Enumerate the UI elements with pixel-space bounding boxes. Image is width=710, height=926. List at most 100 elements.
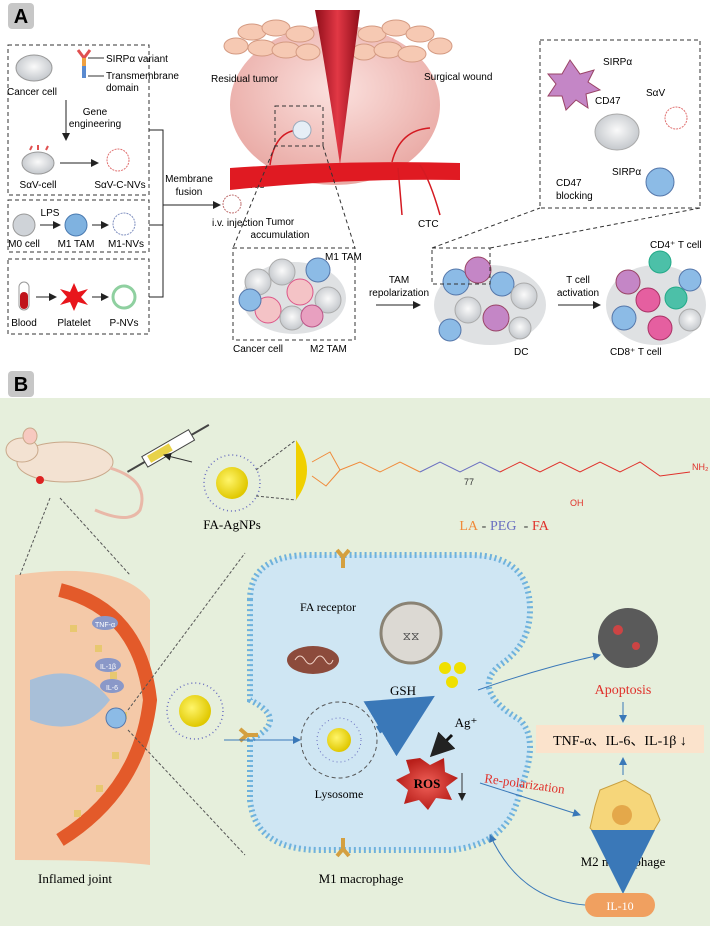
sav-nv-icon <box>664 106 688 130</box>
engineering-box <box>7 44 150 196</box>
cancer-cell-label: Cancer cell <box>7 87 57 98</box>
la-label: LA <box>459 519 479 534</box>
oh-label: OH <box>570 498 584 508</box>
m1-macrophage-label: M1 macrophage <box>319 871 404 886</box>
m2-tam-inset-label: M2 TAM <box>310 344 347 355</box>
gene-label-2: engineering <box>69 119 121 130</box>
blood-vessel <box>230 162 460 190</box>
fa-receptor-icon-top <box>335 548 351 568</box>
tumor-illustration <box>223 10 460 216</box>
panel-b: B FA-AgNPs <box>0 371 710 926</box>
gsh-arrow <box>363 695 435 757</box>
svg-text:⧖⧖: ⧖⧖ <box>403 629 420 643</box>
sav-nvs-icon <box>106 148 130 172</box>
fa-receptor-label: FA receptor <box>300 600 356 614</box>
cancer-cell-inset-label: Cancer cell <box>233 344 283 355</box>
fusion-connector <box>149 129 218 298</box>
m1-box <box>7 199 150 253</box>
nanoparticle-inflow-icon <box>179 695 211 727</box>
m1-nvs-label: M1-NVs <box>108 239 144 250</box>
dc-label: DC <box>514 347 528 358</box>
la-peg-fa-structure: 77 OH NH₂ <box>296 440 709 508</box>
p-nvs-label: P-NVs <box>110 318 139 329</box>
lysosome-label: Lysosome <box>315 787 364 801</box>
apoptotic-cell-icon <box>598 608 658 668</box>
inflamed-joint-illustration <box>15 570 158 865</box>
cd47-label: CD47 <box>595 96 621 107</box>
fa-receptor-icon-bottom <box>335 838 351 858</box>
fa-agnp-icon <box>203 454 261 512</box>
il1b-label: IL-1β <box>100 664 116 671</box>
cd8-label: CD8⁺ T cell <box>610 347 662 358</box>
sirpa-bottom-label: SIRPα <box>612 167 641 178</box>
ros-icon <box>396 758 458 810</box>
surgical-wound-label: Surgical wound <box>424 72 492 83</box>
il1b-pill <box>95 658 121 672</box>
sirpa-variant-label: SIRPα variant <box>106 54 168 65</box>
m1-tam-icon <box>64 213 88 237</box>
peg-label: PEG <box>490 519 516 534</box>
cytokines-label: TNF-α、IL-6、IL-1β ↓ <box>553 734 687 749</box>
ctc-label: CTC <box>418 219 439 230</box>
macrophage-icon <box>645 167 675 197</box>
transmembrane-label-1: Transmembrane <box>106 71 179 82</box>
panel-a-badge-box <box>8 3 34 29</box>
membrane-label-1: Membrane <box>165 174 213 185</box>
fa-label: FA <box>532 519 550 534</box>
cancer-cell-cd47-icon <box>594 113 640 151</box>
m1-tam-label: M1 TAM <box>58 239 95 250</box>
platelet-icon <box>60 283 88 311</box>
fa-agnps-label: FA-AgNPs <box>203 517 261 532</box>
ag-ion-icons <box>439 662 466 688</box>
m1-tam-inset-label: M1 TAM <box>325 252 362 263</box>
blood-label: Blood <box>11 318 37 329</box>
gsh-label: GSH <box>390 683 416 698</box>
cd47-block-label-2: blocking <box>556 191 593 202</box>
dash1-label: - <box>482 519 487 534</box>
panel-a: A Cancer cell SIRPα variant Transmembran… <box>7 3 706 358</box>
residual-tumor-box <box>274 105 324 147</box>
sav-cell-label: SαV-cell <box>20 180 57 191</box>
tumor-acc-label-2: accumulation <box>251 230 310 241</box>
ros-label: ROS <box>414 776 441 791</box>
il10-pill <box>585 893 655 917</box>
panel-a-badge: A <box>14 6 28 28</box>
hnvs-icon <box>222 194 242 214</box>
tam-repol-label-1: TAM <box>389 275 409 286</box>
residual-tumor-cells <box>292 120 312 140</box>
tcell-act-label-1: T cell <box>566 275 590 286</box>
iv-injection-label: i.v. injection <box>212 218 264 229</box>
tumor-acc-label-1: Tumor <box>266 217 295 228</box>
dc-icon <box>546 59 602 111</box>
m1-nvs-icon <box>112 212 136 236</box>
il10-feedback-arrow <box>489 834 586 906</box>
p-nvs-icon <box>111 284 137 310</box>
sav-nvs-label: SαV-C-NVs <box>94 180 145 191</box>
sav-cell-icon <box>21 145 55 175</box>
ag-label: Ag⁺ <box>455 715 478 730</box>
cd47-zoom-box <box>431 247 491 285</box>
surgical-wound-shape <box>315 10 360 165</box>
cd47-block-label-1: CD47 <box>556 178 582 189</box>
repolarized-cluster <box>434 256 546 345</box>
repolarization-arrow-b <box>479 782 581 817</box>
tcell-cluster <box>606 250 706 345</box>
m0-cell-label: M0 cell <box>8 239 40 250</box>
sirpa-top-label: SIRPα <box>603 57 632 68</box>
m0-cell-icon <box>12 213 36 237</box>
nucleus-icon <box>379 601 443 665</box>
cd47-blocking-box <box>539 39 701 209</box>
il6-label: IL-6 <box>106 685 118 692</box>
inflamed-joint-label: Inflamed joint <box>38 871 112 886</box>
transmembrane-label-2: domain <box>106 83 139 94</box>
dash2-label: - <box>524 519 529 534</box>
subscript-77: 77 <box>464 477 474 487</box>
tam-repol-label-2: repolarization <box>369 288 429 299</box>
il10-label: IL-10 <box>606 899 633 913</box>
cd4-label: CD4⁺ T cell <box>650 240 702 251</box>
tnf-label: TNF-α <box>95 622 115 629</box>
m1-macrophage-cell <box>247 552 534 853</box>
tumor-inset-cells <box>238 257 346 334</box>
panel-b-badge-box <box>8 371 34 397</box>
m2-macrophage-label: M2 macrophage <box>581 854 666 869</box>
